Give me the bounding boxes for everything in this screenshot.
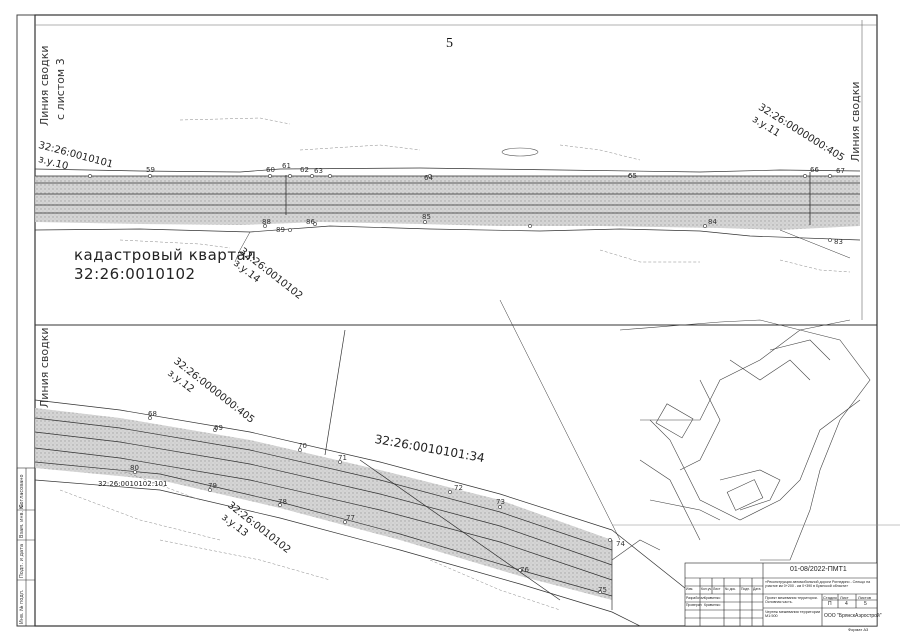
point-80: 80 (130, 464, 139, 472)
row-ndoc: № док. (725, 587, 736, 591)
section-title: Проект межевания территории. Основная ча… (765, 596, 818, 605)
row-data: Дата (753, 587, 761, 591)
stage-value: П (828, 601, 832, 607)
col-stage: Стадия (823, 595, 837, 600)
title-block (684, 562, 878, 627)
doc-code: 01-08/2022-ПМТ1 (790, 566, 847, 573)
join-line-left-bottom: Линия сводки (38, 327, 51, 408)
sheet-value: 4 (845, 601, 848, 607)
drawing-title: Чертеж межевания территории М1:500 (765, 610, 821, 619)
point-83: 83 (834, 238, 843, 246)
point-78: 78 (278, 498, 287, 506)
point-84: 84 (708, 218, 717, 226)
inner-frame (34, 14, 878, 627)
point-89: 89 (276, 226, 285, 234)
join-line-left-top-2: с листом 3 (54, 58, 67, 120)
row-izm: Изм. (686, 587, 694, 591)
company-name: ООО "БрянскАэрострой" (824, 613, 882, 619)
point-67: 67 (836, 167, 845, 175)
join-line-left-top-1: Линия сводки (38, 45, 51, 126)
stamp-vzam-inv: Взам. инв. № (19, 504, 25, 538)
quarter-label: кадастровый квартал (74, 246, 257, 264)
road-band-bottom (35, 408, 612, 600)
name-checker: Кравченко (704, 603, 721, 607)
stamp-inv-podl: Инв. № подл. (19, 589, 25, 625)
sheets-value: 5 (864, 601, 867, 607)
point-75: 75 (598, 586, 607, 594)
point-68: 68 (148, 410, 157, 418)
point-85: 85 (422, 213, 431, 221)
point-69: 69 (214, 424, 223, 432)
point-59: 59 (146, 166, 155, 174)
point-88: 88 (262, 218, 271, 226)
point-74: 74 (616, 540, 625, 548)
role-checker: Проверил (686, 603, 702, 607)
col-sheet: Лист (840, 595, 849, 600)
join-line-right-top: Линия сводки (849, 81, 862, 162)
point-66: 66 (810, 166, 819, 174)
point-86: 86 (306, 218, 315, 226)
point-77: 77 (346, 514, 355, 522)
point-73: 73 (496, 498, 505, 506)
role-developer: Разработал (686, 596, 705, 600)
col-sheets: Листов (858, 595, 871, 600)
row-kolich: Кол.уч. (701, 587, 713, 591)
stamp-soglasovano: Согласовано (19, 474, 25, 508)
name-developer: Кравченко (704, 596, 721, 600)
point-76: 76 (520, 566, 529, 574)
point-62: 62 (300, 166, 309, 174)
point-64: 64 (424, 174, 433, 182)
format-label: Формат А3 (848, 627, 869, 632)
point-70: 70 (298, 442, 307, 450)
row-list: Лист (713, 587, 721, 591)
parcel-small-code: 32:26:0010102:101 (98, 480, 168, 488)
row-podp: Подп. (741, 587, 751, 591)
point-61: 61 (282, 162, 291, 170)
point-60: 60 (266, 166, 275, 174)
point-79: 79 (208, 482, 217, 490)
point-63: 63 (314, 167, 323, 175)
point-65: 65 (628, 172, 637, 180)
point-72: 72 (454, 484, 463, 492)
side-stamp (16, 467, 36, 627)
page-number: 5 (446, 36, 453, 51)
road-band-top (35, 176, 860, 230)
project-desc: «Реконструкция автомобильной дороги Рогн… (765, 580, 871, 589)
stamp-podp-data: Подп. и дата (19, 543, 25, 578)
point-71: 71 (338, 454, 347, 462)
quarter-code: 32:26:0010102 (74, 265, 196, 283)
